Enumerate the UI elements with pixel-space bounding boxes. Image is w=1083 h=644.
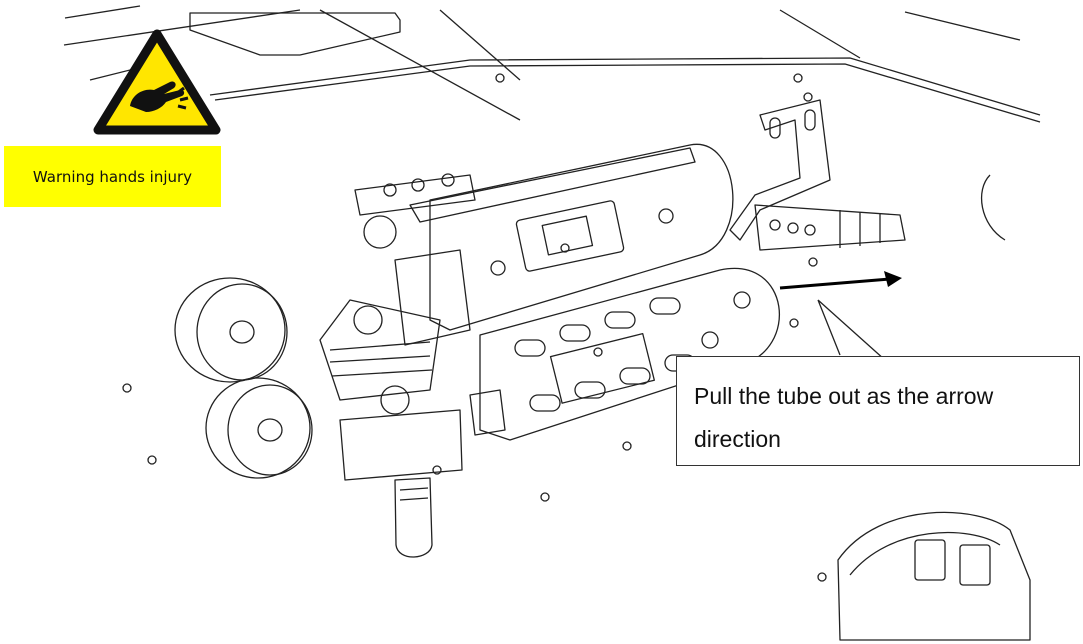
right-arrow-icon	[779, 271, 902, 290]
hand-crush-warning-icon	[93, 29, 221, 135]
warning-label: Warning hands injury	[4, 146, 221, 207]
instruction-callout: Pull the tube out as the arrow direction	[676, 356, 1080, 466]
callout-text: Pull the tube out as the arrow direction	[694, 383, 994, 452]
